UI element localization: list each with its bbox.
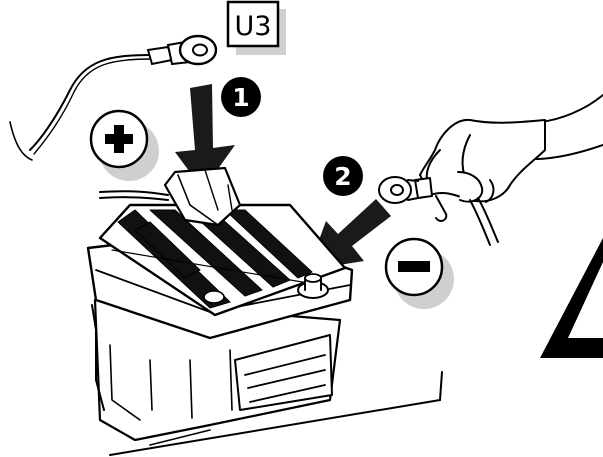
code-label: U3 (235, 11, 272, 42)
hand-holding-terminal (379, 95, 603, 245)
negative-terminal-badge (386, 239, 454, 309)
warning-triangle-icon (540, 238, 603, 358)
minus-icon (398, 261, 430, 272)
step-1-number: 1 (232, 83, 249, 112)
step-2-badge: 2 (323, 156, 363, 196)
code-label-box: U3 (228, 2, 286, 55)
step-1-badge: 1 (221, 77, 261, 117)
positive-terminal-badge (91, 111, 159, 181)
battery (88, 168, 352, 440)
step-2-number: 2 (334, 162, 351, 191)
